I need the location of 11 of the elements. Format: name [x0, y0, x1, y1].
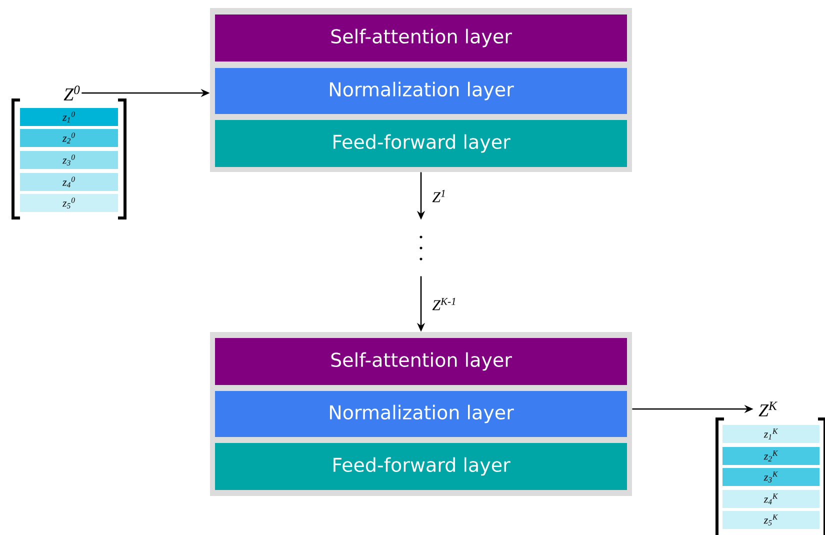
layer-box: Feed-forward layer: [215, 120, 627, 167]
ellipsis-dots: [420, 236, 422, 260]
matrix-label: Z$^{0}$: [64, 86, 80, 100]
layer-box: Self-attention layer: [215, 14, 627, 62]
matrix-label: Z$^{K}$: [758, 402, 778, 416]
layer-box: Feed-forward layer: [215, 443, 627, 490]
edge-label: Z$^{K-1}$: [432, 298, 456, 310]
layer-box: Normalization layer: [215, 391, 627, 437]
layer-box: Self-attention layer: [215, 338, 627, 385]
edge-label: Z$^{1}$: [432, 190, 445, 202]
layer-box: Normalization layer: [215, 68, 627, 114]
